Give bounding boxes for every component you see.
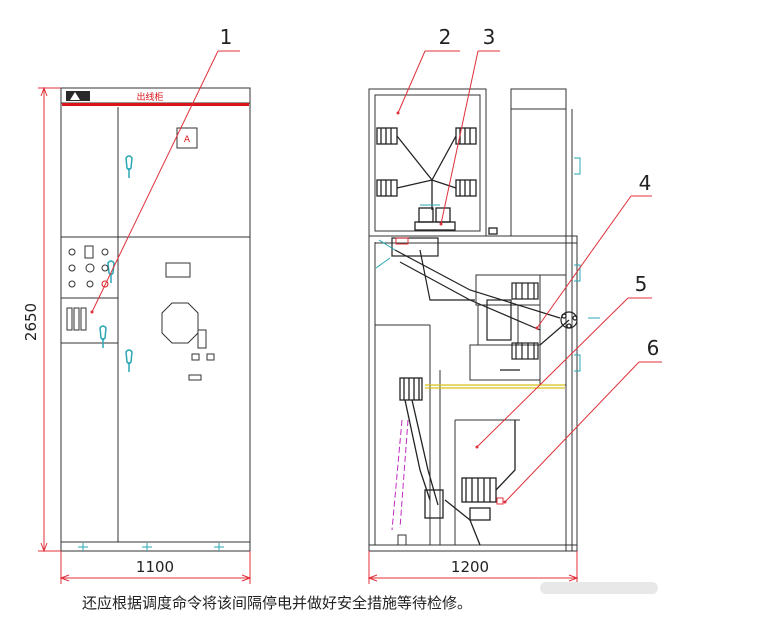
front-width-dimension bbox=[59, 551, 252, 584]
callout-1: 1 bbox=[220, 25, 233, 49]
side-width-dimension bbox=[367, 551, 579, 584]
callout-4: 4 bbox=[639, 171, 652, 195]
caption-text: 还应根据调度命令将该间隔停电并做好安全措施等待检修。 bbox=[82, 594, 473, 612]
manufacturer-logo bbox=[66, 91, 90, 101]
blur-chip bbox=[540, 582, 658, 594]
side-view bbox=[368, 88, 600, 552]
side-width-label: 1200 bbox=[451, 558, 489, 576]
callout-6: 6 bbox=[647, 336, 660, 360]
callout-3: 3 bbox=[483, 25, 496, 49]
cabinet-title: 出线柜 bbox=[136, 91, 163, 103]
callout-5: 5 bbox=[635, 272, 648, 296]
front-view bbox=[60, 87, 251, 552]
callout-2: 2 bbox=[439, 25, 452, 49]
front-width-label: 1100 bbox=[136, 558, 174, 576]
ammeter bbox=[176, 127, 198, 149]
height-dimension-label: 2650 bbox=[22, 303, 40, 341]
ammeter-label: A bbox=[184, 135, 191, 145]
callout-leaders bbox=[91, 50, 662, 503]
height-dimension bbox=[38, 86, 61, 553]
